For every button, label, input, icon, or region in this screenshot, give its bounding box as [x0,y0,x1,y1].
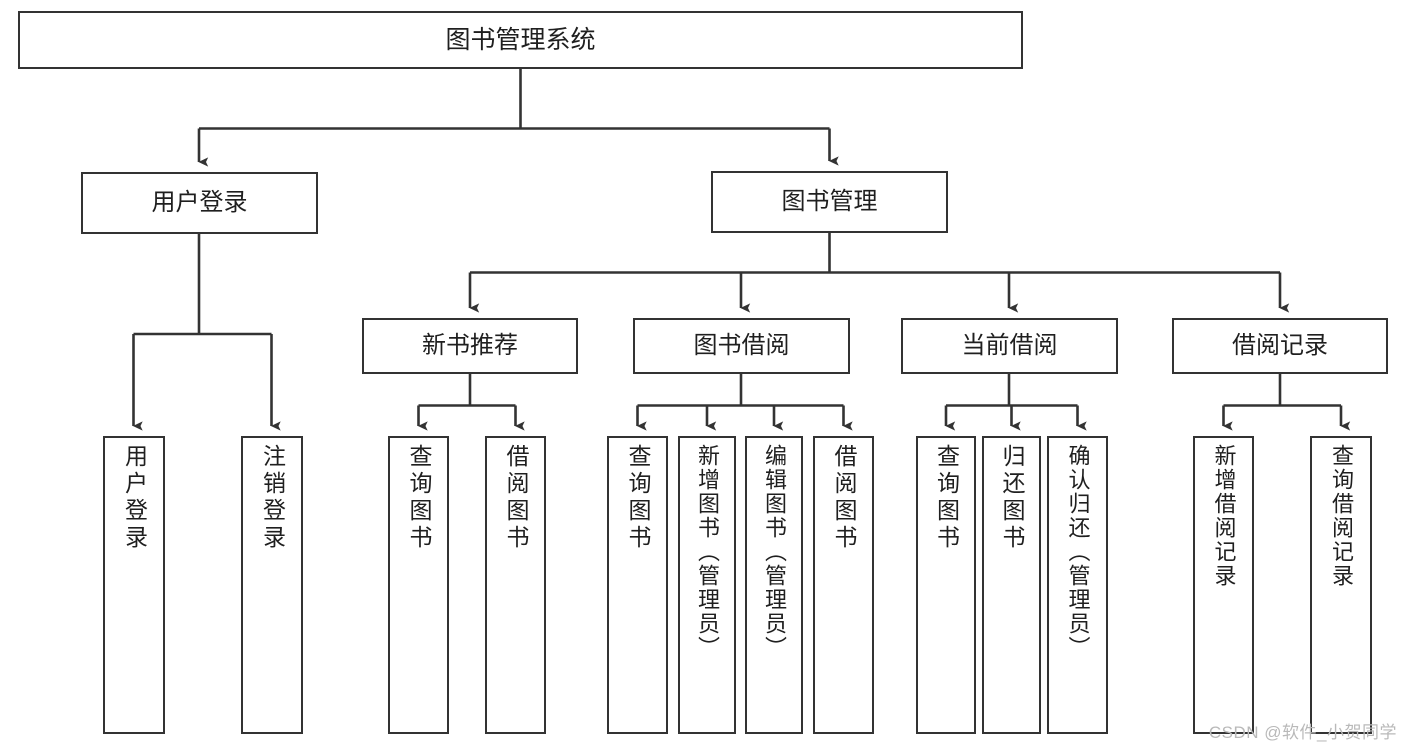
leaf-query-book-recommend[interactable]: 查询图书 [388,436,449,734]
node-label: 借阅记录 [1232,332,1328,360]
leaf-confirm-return-admin[interactable]: 确认归还（管理员） [1047,436,1108,734]
leaf-return-book[interactable]: 归还图书 [982,436,1041,734]
leaf-add-book-admin[interactable]: 新增图书（管理员） [678,436,736,734]
leaf-query-borrow-record[interactable]: 查询借阅记录 [1310,436,1372,734]
node-book-manage[interactable]: 图书管理 [711,171,948,233]
node-label: 确认归还（管理员） [1065,444,1091,660]
node-borrow-record[interactable]: 借阅记录 [1172,318,1388,374]
node-label: 新增借阅记录 [1211,444,1237,588]
node-label: 用户登录 [151,189,248,217]
leaf-query-book-borrow[interactable]: 查询图书 [607,436,668,734]
node-label: 查询图书 [406,444,432,552]
node-label: 归还图书 [999,444,1025,552]
node-label: 当前借阅 [961,332,1058,360]
watermark: CSDN @软件_小贺同学 [1208,723,1397,742]
leaf-borrow-book-recommend[interactable]: 借阅图书 [485,436,546,734]
leaf-user-logout[interactable]: 注销登录 [241,436,303,734]
node-label: 借阅图书 [503,444,529,552]
node-current-borrow[interactable]: 当前借阅 [901,318,1118,374]
node-new-book-recommend[interactable]: 新书推荐 [362,318,578,374]
node-label: 查询图书 [625,444,651,552]
node-label: 查询借阅记录 [1329,444,1354,588]
node-user-login[interactable]: 用户登录 [81,172,318,234]
leaf-edit-book-admin[interactable]: 编辑图书（管理员） [745,436,803,734]
node-label: 查询图书 [933,444,960,552]
leaf-user-login[interactable]: 用户登录 [103,436,165,734]
node-book-borrow[interactable]: 图书借阅 [633,318,850,374]
node-root-system[interactable]: 图书管理系统 [18,11,1023,69]
node-label: 编辑图书（管理员） [762,444,787,660]
leaf-borrow-book[interactable]: 借阅图书 [813,436,874,734]
leaf-add-borrow-record[interactable]: 新增借阅记录 [1193,436,1254,734]
node-label: 新书推荐 [422,332,518,360]
node-label: 用户登录 [121,444,148,552]
leaf-query-book-current[interactable]: 查询图书 [916,436,976,734]
node-label: 借阅图书 [831,444,857,552]
node-label: 图书管理 [781,188,878,216]
node-label: 图书管理系统 [445,25,596,54]
node-label: 注销登录 [259,444,286,552]
node-label: 新增图书（管理员） [695,444,720,660]
node-label: 图书借阅 [693,332,790,360]
